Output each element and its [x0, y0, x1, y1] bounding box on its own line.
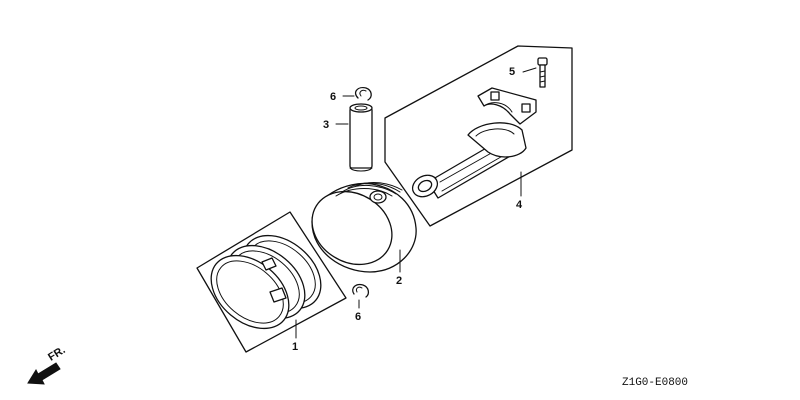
diagram-code: Z1G0-E0800: [622, 377, 688, 389]
connecting-rod-group-border: [384, 45, 573, 227]
callout-pin-clip-bottom: 6: [355, 311, 361, 323]
rod-bolt[interactable]: [537, 57, 548, 88]
piston-rings-group: [196, 211, 347, 353]
piston[interactable]: [298, 177, 417, 279]
front-arrow-icon: [27, 362, 61, 385]
connecting-rod-cap[interactable]: [477, 87, 537, 125]
front-indicator-label: FR.: [46, 344, 67, 364]
front-direction-indicator: FR.: [27, 344, 68, 385]
connecting-rod[interactable]: [409, 122, 527, 201]
callout-piston-pin: 3: [323, 119, 329, 131]
connecting-rod-group: 5 4: [384, 45, 573, 227]
callout-piston: 2: [396, 275, 402, 287]
leader-rod-bolt: [522, 67, 537, 73]
piston-pin-bottom-clip[interactable]: [352, 283, 370, 298]
piston-rings-group-border: [196, 211, 347, 353]
piston-pin[interactable]: [349, 103, 373, 172]
callout-rod-bolt: 5: [509, 66, 515, 78]
callout-pin-clip-top: 6: [330, 91, 336, 103]
callout-connecting-rod: 4: [516, 199, 523, 211]
piston-ring-set[interactable]: [197, 221, 335, 344]
piston-pin-top-clip[interactable]: [354, 86, 372, 101]
callout-piston-rings: 1: [292, 341, 298, 353]
